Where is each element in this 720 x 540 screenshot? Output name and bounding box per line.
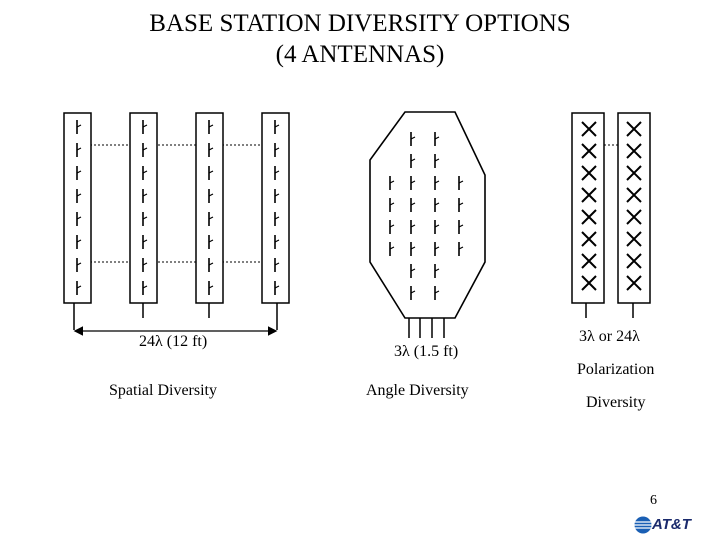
slide-title: BASE STATION DIVERSITY OPTIONS (4 ANTENN… (0, 8, 720, 70)
polarization-caption-line-2: Diversity (586, 394, 646, 411)
att-logo: AT&T (634, 512, 704, 538)
att-logo-text: AT&T (652, 516, 691, 533)
att-globe-icon (634, 516, 652, 534)
angle-diversity-group (369, 111, 486, 338)
polarization-diversity-group (571, 112, 651, 318)
title-line-2: (4 ANTENNAS) (275, 41, 445, 68)
spatial-antenna-1 (63, 112, 92, 330)
spatial-spacing-label: 24λ (12 ft) (139, 333, 208, 350)
spatial-antenna-2 (129, 112, 158, 318)
angle-diversity-caption: Angle Diversity (366, 382, 469, 399)
angle-radome-outline (369, 111, 486, 319)
angle-spacing-label: 3λ (1.5 ft) (394, 343, 459, 360)
spatial-antenna-3 (195, 112, 224, 318)
page-number: 6 (650, 493, 657, 508)
spatial-diversity-caption: Spatial Diversity (109, 382, 217, 399)
polarization-spacing-label: 3λ or 24λ (579, 328, 640, 345)
cross-polarized-antenna-1 (571, 112, 605, 304)
cross-polarized-elements (581, 121, 642, 291)
title-line-1: BASE STATION DIVERSITY OPTIONS (149, 10, 571, 37)
polarization-caption-line-1: Polarization (577, 361, 655, 378)
cross-polarized-antenna-2 (617, 112, 651, 304)
spatial-diversity-group (63, 112, 290, 336)
spatial-antenna-4 (261, 112, 290, 330)
